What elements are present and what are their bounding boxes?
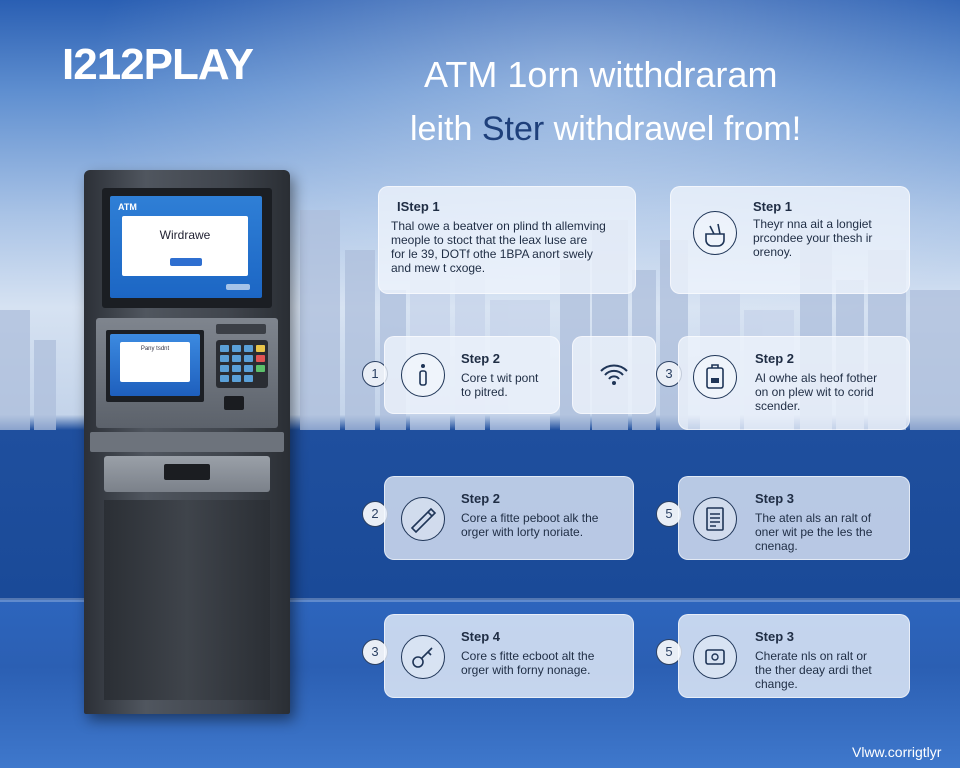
keypad-key[interactable] [244,365,253,372]
headline-line-2: leith Ster withdrawel from! [410,110,801,149]
floor-divider [0,598,960,602]
step-text-line: on on plew wit to corid [755,385,874,399]
card-reader-icon [693,355,737,399]
step-text-line: change. [755,677,798,691]
step-card-row4-right[interactable]: Step 3 Cherate nls on ralt or the ther d… [678,614,910,698]
footer-watermark: Vlww.corrigtlyr [852,744,942,760]
atm-keypad[interactable] [216,340,268,388]
step-text-line: Al owhe als heof fother [755,371,878,385]
step-title: Step 3 [755,491,795,506]
step-text-line: oner wit pe the les the [755,525,873,539]
step-title: Step 4 [461,629,501,644]
brand-logo: I212PLAY [62,40,254,89]
step-text-line: Core s fitte ecboot alt the [461,649,595,663]
atm-main-screen[interactable]: ATM Wirdrawe [110,196,262,298]
wifi-card[interactable] [572,336,656,414]
step-text-line: orger with lorty noriate. [461,525,584,539]
atm-small-screen[interactable]: Pany tsdnt [110,334,200,396]
atm-small-title: Pany tsdnt [140,346,170,352]
atm-ledge [90,432,284,452]
keypad-key[interactable] [220,345,229,352]
atm-screen-button[interactable] [170,258,202,266]
step-title: Step 2 [461,351,501,366]
keypad-key[interactable] [244,375,253,382]
info-icon [401,353,445,397]
headline-highlight: Ster [481,110,545,148]
step-text-line: and mew t cxoge. [391,261,486,275]
key-icon [401,635,445,679]
step-card-row2-right[interactable]: Step 2 Al owhe als heof fother on on ple… [678,336,910,430]
step-card-row4-left[interactable]: Step 4 Core s fitte ecboot alt the orger… [384,614,634,698]
step-text-line: The aten als an ralt of [755,511,872,525]
card-slot[interactable] [224,396,244,410]
keypad-key[interactable] [256,345,265,352]
step-text-line: scender. [755,399,801,413]
headline-line-1: ATM 1orn witthdraram [424,54,778,95]
hand-card-icon [693,211,737,255]
keypad-key[interactable] [256,365,265,372]
step-text-line: cnenag. [755,539,798,553]
step-card-row3-left[interactable]: Step 2 Core a fitte peboot alk the orger… [384,476,634,560]
atm-machine: ATM Wirdrawe Pany tsdnt [84,170,290,714]
step-title: IStep 1 [397,199,440,214]
step-number-badge: 1 [362,361,388,387]
keypad-key[interactable] [232,375,241,382]
document-icon [693,497,737,541]
wifi-icon [593,353,635,395]
atm-screen-title: Wirdrawe [159,228,211,242]
keypad-key[interactable] [244,345,253,352]
step-number-badge: 3 [656,361,682,387]
cash-icon [693,635,737,679]
step-card-top-right[interactable]: Step 1 Theyr nna ait a longiet prcondee … [670,186,910,294]
keypad-key[interactable] [232,355,241,362]
step-card-row3-right[interactable]: Step 3 The aten als an ralt of oner wit … [678,476,910,560]
step-card-row2-left[interactable]: Step 2 Core t wit pont to pitred. [384,336,560,414]
step-text-line: orenoy. [753,245,793,259]
keypad-key[interactable] [244,355,253,362]
atm-control-panel: Pany tsdnt [96,318,278,428]
headline-line-2-pre: leith [410,110,482,148]
step-text-line: Thal owe a beatver on plind th allemving [391,219,606,233]
step-text-line: for le 39, DOTf othe 1BPA anort swely [391,247,593,261]
step-text-line: Core a fitte peboot alk the [461,511,599,525]
step-text-line: Theyr nna ait a longiet [753,217,872,231]
step-title: Step 3 [755,629,795,644]
cash-dispenser [104,456,270,492]
step-text-line: the ther deay ardi thet [755,663,872,677]
step-text-line: to pitred. [461,385,508,399]
step-title: Step 2 [461,491,501,506]
step-text-line: meople to stoct that the leax luse are [391,233,588,247]
headline-line-2-post: withdrawel from! [544,110,802,148]
step-card-top-left[interactable]: IStep 1 Thal owe a beatver on plind th a… [378,186,636,294]
step-number-badge: 5 [656,501,682,527]
keypad-key[interactable] [232,365,241,372]
atm-screen-footer [226,284,250,290]
keypad-key[interactable] [220,355,229,362]
step-title: Step 1 [753,199,793,214]
receipt-slot [216,324,266,334]
step-text-line: Core t wit pont [461,371,539,385]
step-text-line: orger with forny nonage. [461,663,591,677]
keypad-key[interactable] [232,345,241,352]
cash-slot[interactable] [164,464,210,480]
atm-cabinet [104,500,270,700]
pen-icon [401,497,445,541]
step-title: Step 2 [755,351,795,366]
step-text-line: Cherate nls on ralt or [755,649,868,663]
keypad-key[interactable] [220,365,229,372]
atm-small-panel: Pany tsdnt [120,342,190,382]
atm-screen-panel: Wirdrawe [122,216,248,276]
atm-screen-brand: ATM [118,202,137,212]
keypad-key[interactable] [220,375,229,382]
keypad-key[interactable] [256,355,265,362]
step-number-badge: 3 [362,639,388,665]
step-number-badge: 2 [362,501,388,527]
step-text-line: prcondee your thesh ir [753,231,873,245]
